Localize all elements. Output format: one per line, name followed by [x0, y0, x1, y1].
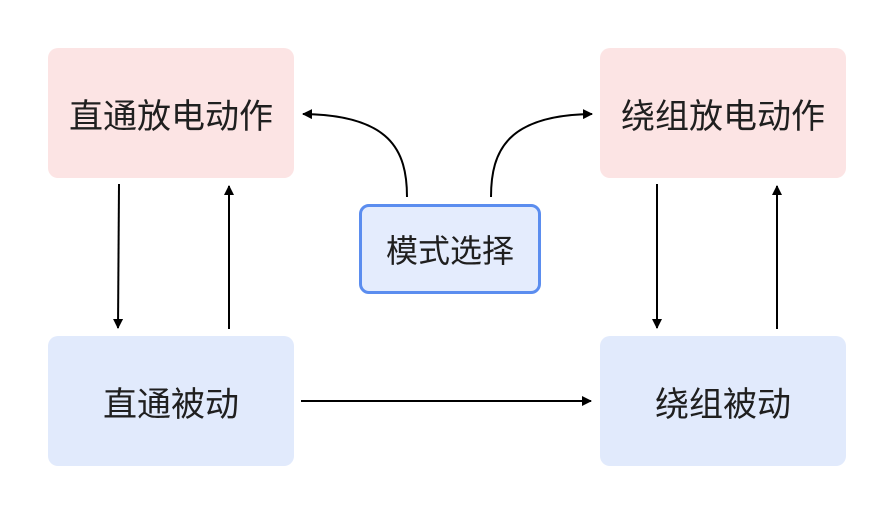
node-mode-select-label: 模式选择: [385, 232, 514, 270]
edge-direct-discharge-to-direct-passive: [113, 183, 124, 329]
node-winding-discharge-label: 绕组放电动作: [621, 96, 825, 137]
node-winding-passive-label: 绕组被动: [655, 384, 791, 425]
node-direct-passive-label: 直通被动: [103, 384, 239, 425]
node-winding-discharge: 绕组放电动作: [600, 48, 846, 178]
node-direct-discharge-label: 直通放电动作: [69, 96, 273, 137]
node-mode-select: 模式选择: [359, 204, 541, 294]
node-winding-passive: 绕组被动: [600, 336, 846, 466]
edge-mode-to-winding-discharge: [490, 109, 593, 198]
edge-mode-to-direct-discharge: [302, 109, 408, 198]
node-direct-passive: 直通被动: [48, 336, 294, 466]
node-direct-discharge: 直通放电动作: [48, 48, 294, 178]
